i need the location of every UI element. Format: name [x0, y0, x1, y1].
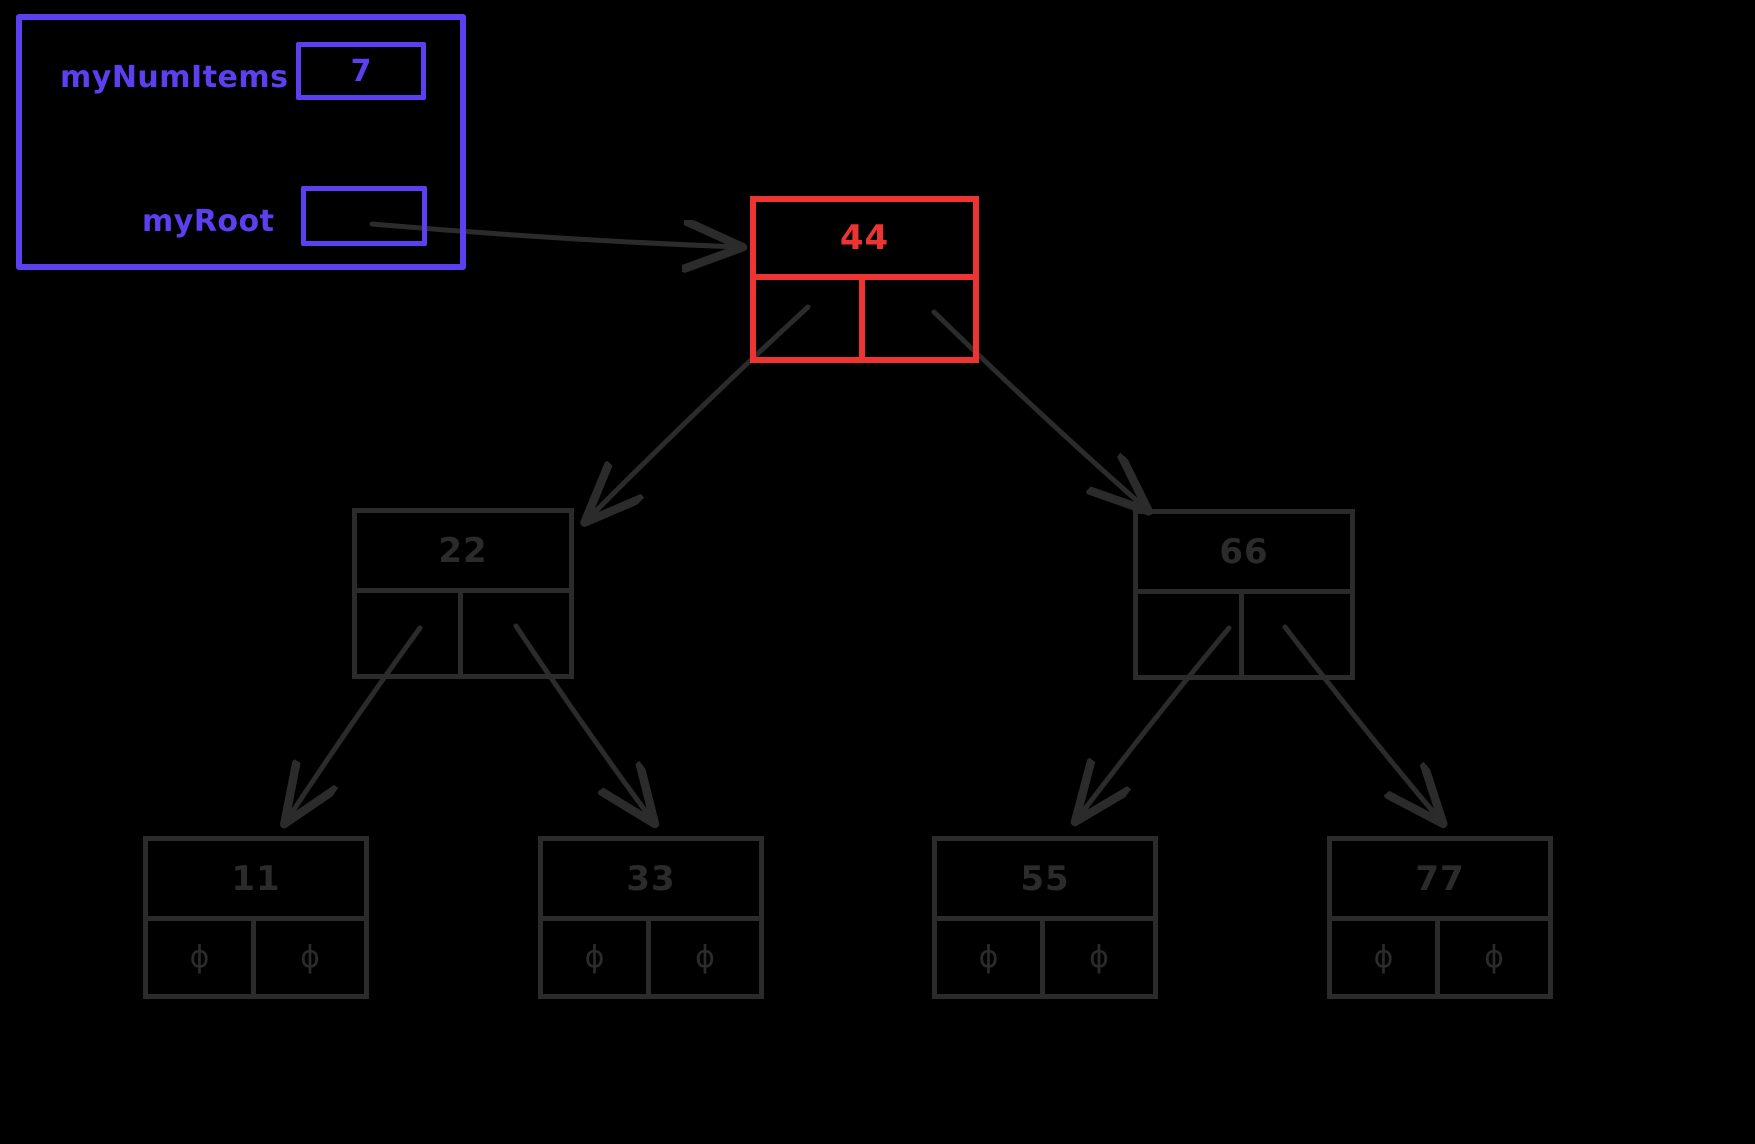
node-value-root: 44: [756, 202, 973, 280]
tree-node-n66: 66: [1133, 509, 1355, 680]
field-label-1: myRoot: [142, 204, 275, 239]
node-value-n33: 33: [543, 841, 759, 921]
node-value-n77: 77: [1332, 841, 1548, 921]
node-left-pointer-n22: [357, 593, 463, 674]
node-pointers-n22: [357, 593, 569, 674]
node-pointers-n66: [1138, 594, 1350, 675]
node-right-pointer-n33: ϕ: [695, 940, 715, 975]
field-value-cell-1: [301, 186, 427, 246]
tree-node-root: 44: [750, 196, 979, 363]
node-right-pointer-n66: [1244, 594, 1350, 675]
tree-node-n22: 22: [352, 508, 574, 679]
node-value-n11: 11: [148, 841, 364, 921]
node-right-pointer-n77: ϕ: [1484, 940, 1504, 975]
node-value-n22: 22: [357, 513, 569, 593]
node-right-pointer-root: [865, 280, 974, 357]
node-left-pointer-n77: ϕ: [1332, 921, 1440, 994]
field-label-0: myNumItems: [60, 60, 289, 95]
node-right-pointer-n22: [463, 593, 569, 674]
field-value-cell-0: 7: [296, 42, 426, 100]
node-right-pointer-n55: ϕ: [1089, 940, 1109, 975]
node-right-pointer-n11: ϕ: [300, 940, 320, 975]
tree-object-box: [16, 14, 466, 270]
node-left-pointer-n66: [1138, 594, 1244, 675]
node-value-n55: 55: [937, 841, 1153, 921]
node-left-pointer-n11: ϕ: [148, 921, 256, 994]
node-pointers-root: [756, 280, 973, 357]
node-left-pointer-n55: ϕ: [937, 921, 1045, 994]
node-value-n66: 66: [1138, 514, 1350, 594]
node-left-pointer-root: [756, 280, 865, 357]
node-left-pointer-n33: ϕ: [543, 921, 651, 994]
